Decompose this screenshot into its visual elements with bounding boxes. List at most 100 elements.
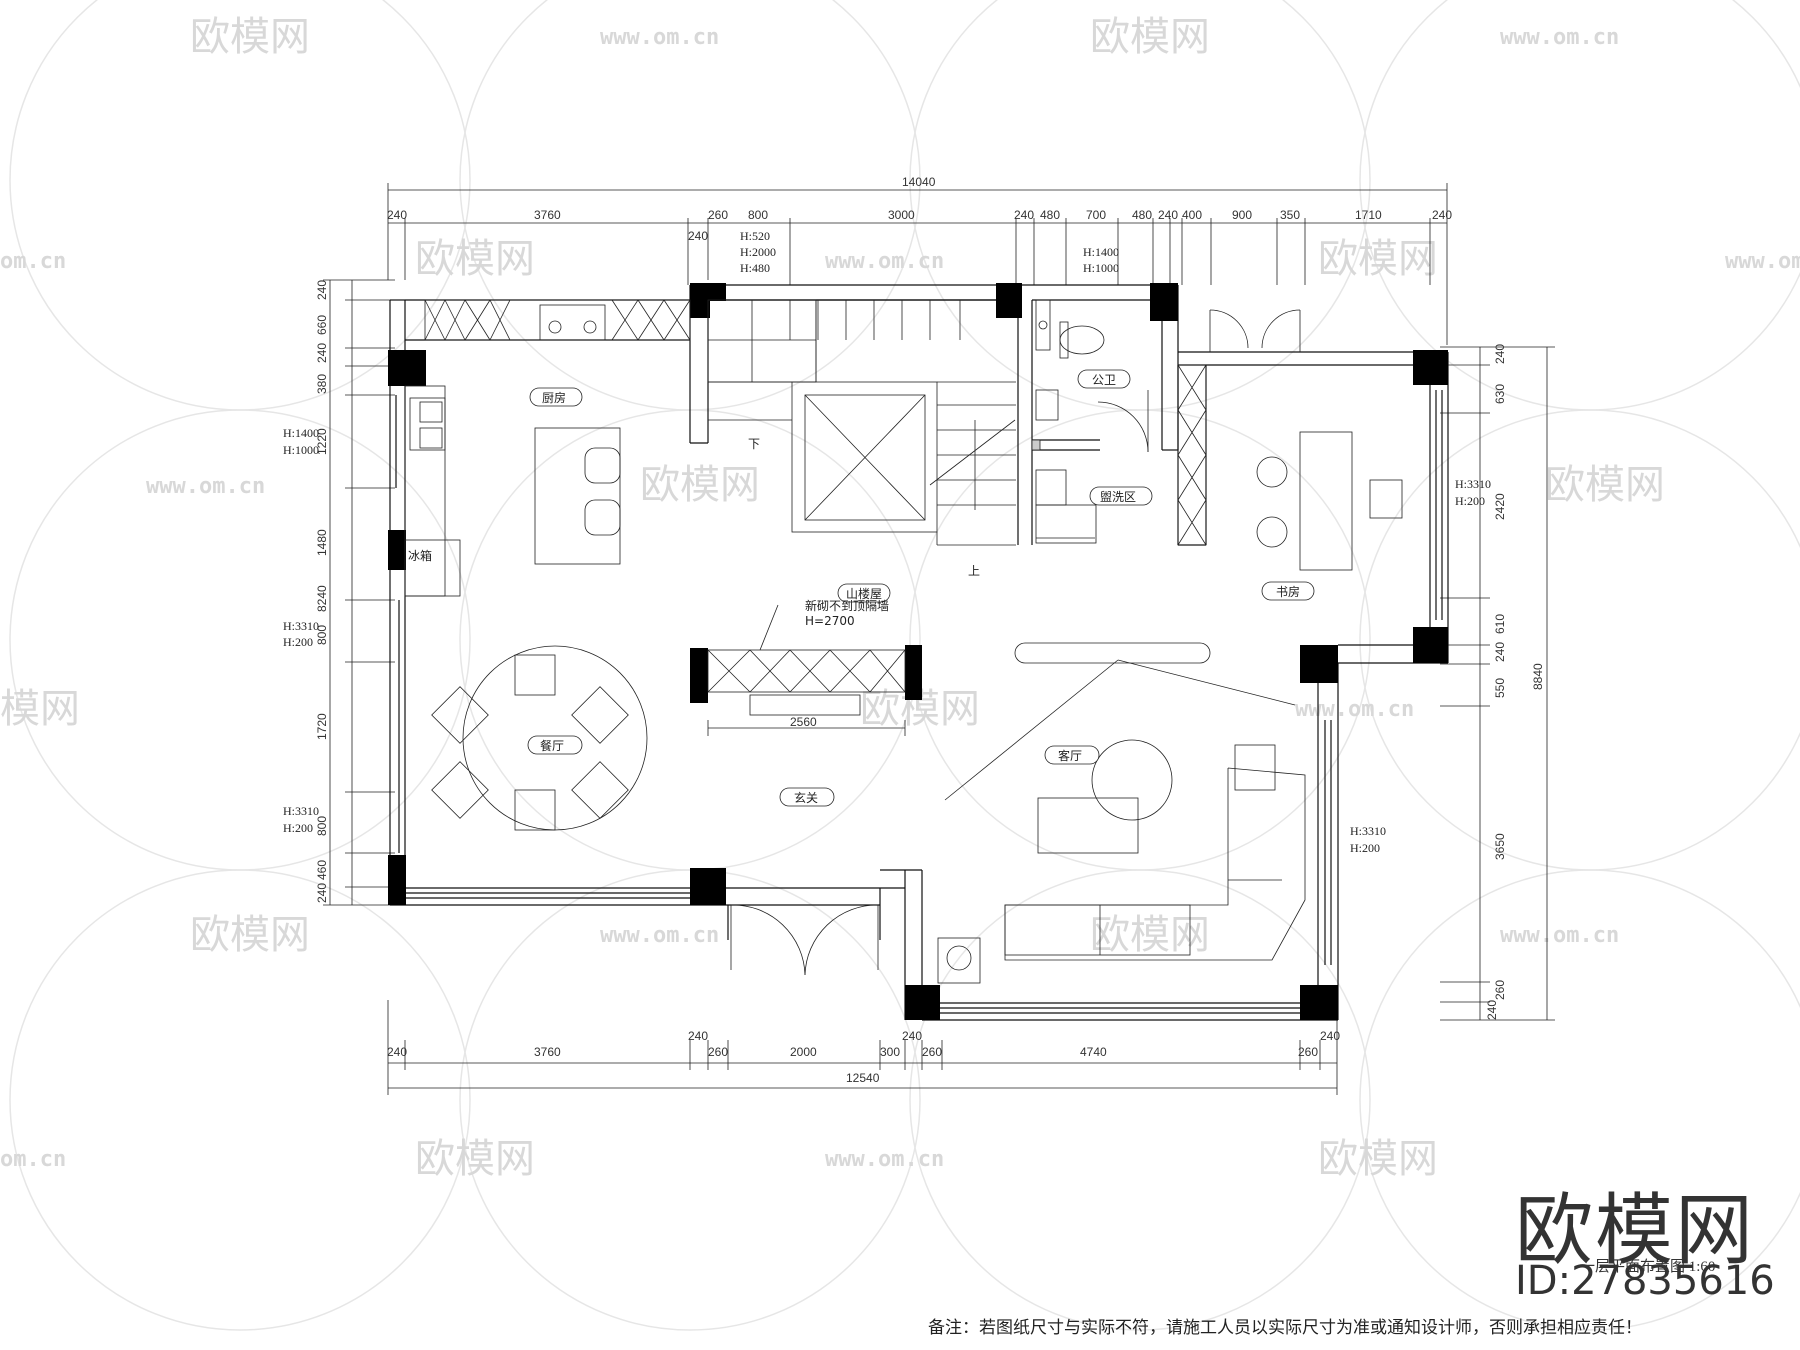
dimension-labels: 14040 240 3760 260 800 3000 240 480 700 … xyxy=(315,175,1545,1085)
watermark-brand: 欧模网 xyxy=(1545,462,1665,508)
dim-top: 3000 xyxy=(888,208,915,222)
dim-top-sub: 240 xyxy=(688,229,708,243)
dim-bottom: 260 xyxy=(708,1045,728,1059)
note-left-1b: H:1000 xyxy=(283,443,319,457)
dim-left: 1220 xyxy=(315,428,329,455)
watermark-url: www.om.cn xyxy=(825,249,944,274)
watermark-url: www.om.cn xyxy=(600,25,719,50)
note-study-b: H:200 xyxy=(1455,494,1485,508)
dim-left: 800 xyxy=(315,816,329,836)
dim-top: 350 xyxy=(1280,208,1300,222)
note-left-1a: H:1400 xyxy=(283,426,319,440)
staircase xyxy=(707,299,1016,546)
dim-left: 660 xyxy=(315,315,329,335)
room-label-kitchen: 厨房 xyxy=(542,390,566,405)
dim-top: 240 xyxy=(1014,208,1034,222)
fridge-label: 冰箱 xyxy=(408,548,432,563)
watermark-brand: 欧模网 xyxy=(415,236,535,282)
dim-bottom: 3760 xyxy=(534,1045,561,1059)
note-left-2a: H:3310 xyxy=(283,619,319,633)
note-stair-1: H:520 xyxy=(740,229,770,243)
dim-right: 610 xyxy=(1493,614,1507,634)
dim-left: 1720 xyxy=(315,713,329,740)
watermark-brand: 欧模网 xyxy=(1318,1136,1438,1182)
dim-right-total: 8840 xyxy=(1531,663,1545,690)
dim-right: 2420 xyxy=(1493,493,1507,520)
dim-right: 260 xyxy=(1493,980,1507,1000)
watermark-brand: 模网 xyxy=(0,686,80,732)
watermark-brand: 欧模网 xyxy=(1090,912,1210,958)
study-area xyxy=(1177,309,1403,571)
note-left-3a: H:3310 xyxy=(283,804,319,818)
room-label-study: 书房 xyxy=(1276,584,1300,599)
dim-top: 800 xyxy=(748,208,768,222)
dim-left: 460 xyxy=(315,860,329,880)
dim-top: 260 xyxy=(708,208,728,222)
dim-left-total: 8240 xyxy=(315,585,329,612)
watermark-url: www.om.cn xyxy=(1295,697,1414,722)
partition-height: H=2700 xyxy=(805,614,855,628)
note-stair-3: H:480 xyxy=(740,261,770,275)
window-notes: H:520 H:2000 H:480 H:1400 H:1000 H:1400 … xyxy=(283,229,1491,855)
dim-top: 480 xyxy=(1132,208,1152,222)
note-left-2b: H:200 xyxy=(283,635,313,649)
partition-cabinet xyxy=(707,604,906,736)
dim-top: 400 xyxy=(1182,208,1202,222)
watermark-url: www.om.cn xyxy=(1500,25,1619,50)
note-wc-2: H:1000 xyxy=(1083,261,1119,275)
dim-bottom: 240 xyxy=(1320,1029,1340,1043)
dim-top: 1710 xyxy=(1355,208,1382,222)
dim-bottom: 240 xyxy=(387,1045,407,1059)
kitchen-area: 冰箱 厨房 xyxy=(404,299,691,597)
dim-right: 3650 xyxy=(1493,833,1507,860)
watermark-brand: 欧模网 xyxy=(415,1136,535,1182)
dim-bottom: 260 xyxy=(1298,1045,1318,1059)
dim-bottom-total: 12540 xyxy=(846,1071,880,1085)
dim-top: 3760 xyxy=(534,208,561,222)
dim-left: 240 xyxy=(315,280,329,300)
note-living-b: H:200 xyxy=(1350,841,1380,855)
dining-area xyxy=(431,645,648,831)
dim-bottom: 2000 xyxy=(790,1045,817,1059)
bathroom-area xyxy=(1031,299,1149,544)
dim-left: 1480 xyxy=(315,529,329,556)
drawing-title: 一层平面布置图 1:60 xyxy=(1580,1259,1716,1275)
dim-right: 550 xyxy=(1493,678,1507,698)
watermark-brand: 欧模网 xyxy=(640,462,760,508)
dim-bottom: 240 xyxy=(688,1029,708,1043)
dim-bottom: 240 xyxy=(902,1029,922,1043)
watermark-url: www.om.cn xyxy=(146,474,265,499)
dim-bottom: 300 xyxy=(880,1045,900,1059)
note-stair-2: H:2000 xyxy=(740,245,776,259)
watermark-url: www.om.cn xyxy=(600,923,719,948)
room-label-laundry: 盥洗区 xyxy=(1100,490,1136,504)
dim-top: 240 xyxy=(1158,208,1178,222)
partition-label: 新砌不到顶隔墙 xyxy=(805,598,889,613)
watermark-brand: 欧模网 xyxy=(190,14,310,60)
room-label-dining: 餐厅 xyxy=(540,738,564,753)
dim-top: 900 xyxy=(1232,208,1252,222)
entrance-doors xyxy=(730,904,879,976)
dim-left: 380 xyxy=(315,374,329,394)
dim-left: 800 xyxy=(315,625,329,645)
room-label-bathroom: 公卫 xyxy=(1092,373,1116,387)
watermark-url: www.om.cn xyxy=(825,1147,944,1172)
stairs-up-label: 上 xyxy=(968,564,980,578)
room-label-storage: 山楼屋 xyxy=(846,586,882,601)
dim-top: 700 xyxy=(1086,208,1106,222)
dim-right: 240 xyxy=(1485,1000,1499,1020)
stairs-down-label: 下 xyxy=(748,437,760,451)
watermark-url: www.om.cn xyxy=(1725,249,1800,274)
watermark-url: om.cn xyxy=(0,249,66,274)
dim-right: 240 xyxy=(1493,642,1507,662)
watermark-brand: 欧模网 xyxy=(190,912,310,958)
watermark-url: om.cn xyxy=(0,1147,66,1172)
dim-left: 240 xyxy=(315,343,329,363)
dim-top: 240 xyxy=(387,208,407,222)
cabinet-width-label: 2560 xyxy=(790,715,817,729)
dim-bottom: 4740 xyxy=(1080,1045,1107,1059)
dim-top: 480 xyxy=(1040,208,1060,222)
living-area xyxy=(937,642,1306,984)
